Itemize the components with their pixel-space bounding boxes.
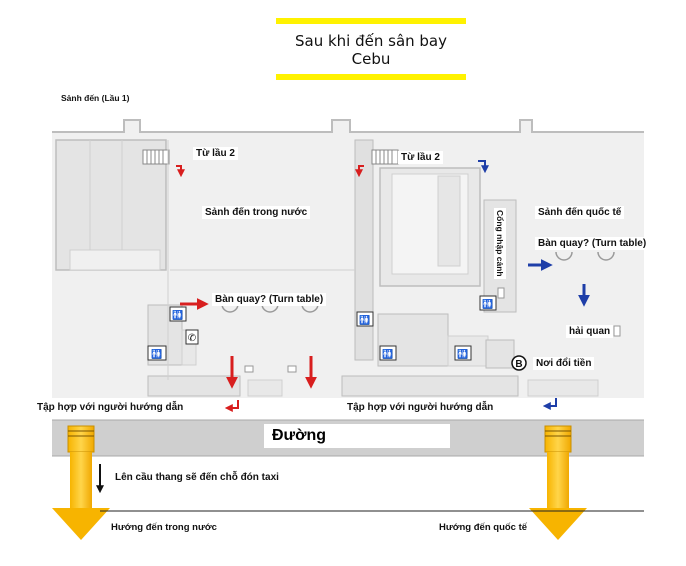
svg-text:🚻: 🚻 — [482, 298, 493, 310]
exchange-badge-letter: B — [515, 359, 522, 370]
international-direction-label: Hướng đến quốc tế — [436, 521, 531, 534]
immigration-label: Cổng nhập cảnh — [494, 208, 506, 279]
international-hall-label: Sảnh đến quốc tế — [535, 206, 625, 219]
floor-plan — [52, 118, 644, 398]
from-floor2-international: Từ lầu 2 — [398, 151, 443, 164]
meet-guide-domestic: Tập hợp với người hướng dẫn — [34, 401, 187, 414]
page-title: Sau khi đến sân bay Cebu — [294, 32, 447, 68]
floor-label: Sảnh đến (Lầu 1) — [58, 92, 133, 104]
domestic-direction-arrow — [52, 425, 110, 540]
domestic-direction-label: Hướng đến trong nước — [108, 521, 220, 534]
svg-text:🚻: 🚻 — [172, 309, 183, 321]
meet-guide-international: Tập hợp với người hướng dẫn — [344, 401, 497, 414]
title-bar-top — [276, 18, 466, 24]
restroom-icon: 🚻 — [147, 345, 167, 361]
from-floor2-domestic: Từ lầu 2 — [193, 147, 238, 160]
page-title-block: Sau khi đến sân bay Cebu — [276, 18, 466, 80]
svg-text:🚻: 🚻 — [457, 348, 468, 360]
domestic-hall-label: Sảnh đến trong nước — [202, 206, 311, 219]
international-direction-arrow — [529, 425, 587, 540]
restroom-icon: 🚻 — [169, 306, 187, 322]
turntable-carousels — [221, 251, 615, 313]
restroom-icon: 🚻 — [356, 311, 374, 327]
svg-text:🚻: 🚻 — [382, 348, 393, 360]
phone-icon: ✆ — [185, 329, 199, 345]
title-bar-bottom — [276, 74, 466, 80]
svg-text:🚻: 🚻 — [151, 348, 162, 360]
restroom-icon: 🚻 — [479, 295, 497, 311]
svg-text:✆: ✆ — [188, 333, 196, 344]
taxi-label: Lên cầu thang sẽ đến chỗ đón taxi — [112, 471, 282, 484]
exchange-label: Nơi đổi tiền — [533, 357, 595, 370]
turntable-domestic-label: Bàn quay? (Turn table) — [212, 293, 327, 306]
domestic-flow-arrows — [176, 165, 364, 412]
svg-text:🚻: 🚻 — [359, 314, 370, 326]
exchange-badge-icon: B — [511, 355, 527, 371]
international-flow-arrows — [478, 160, 590, 410]
restroom-icon: 🚻 — [379, 345, 397, 361]
restroom-icon: 🚻 — [454, 345, 472, 361]
road-label: Đường — [264, 424, 450, 448]
turntable-international-label: Bàn quay? (Turn table) — [535, 237, 650, 250]
customs-label: hải quan — [566, 325, 614, 338]
